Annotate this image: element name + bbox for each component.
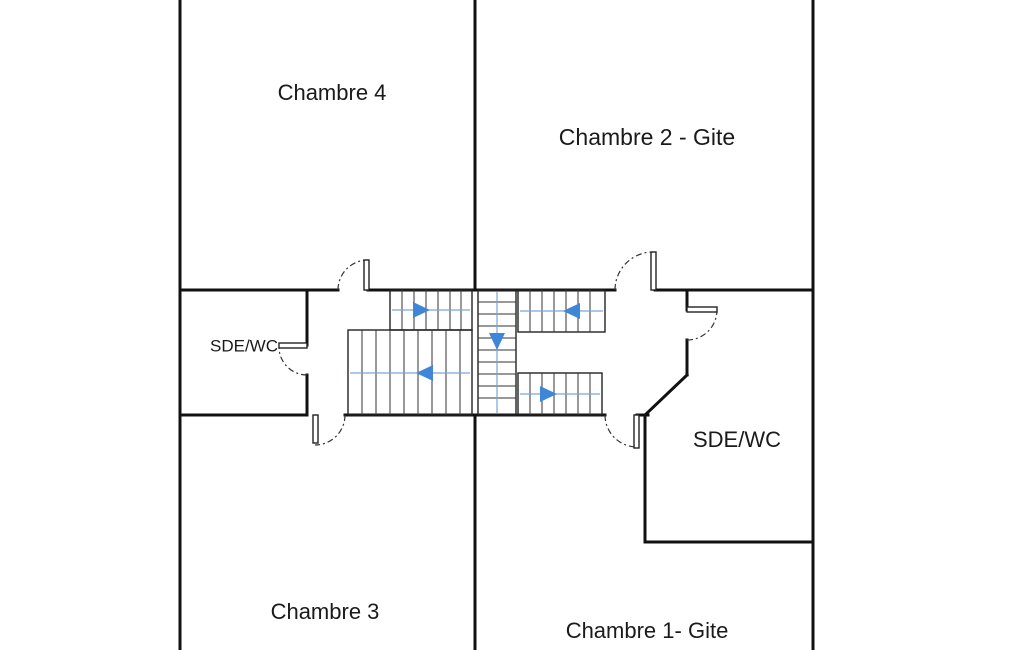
stair-arrow-icon	[413, 302, 430, 318]
room-label-chambre-3: Chambre 3	[271, 599, 380, 624]
stair-arrow-icon	[540, 386, 557, 402]
room-label-sde-left: SDE/WC	[210, 336, 278, 355]
door-swing-icon	[614, 251, 657, 291]
door-swing-icon	[312, 414, 346, 446]
door-swing-icon	[278, 342, 308, 376]
room-label-chambre-1: Chambre 1- Gite	[566, 618, 729, 643]
room-label-chambre-4: Chambre 4	[278, 80, 387, 105]
door-swing-icon	[686, 306, 718, 341]
stair-arrow-icon	[563, 303, 580, 319]
room-label-chambre-2: Chambre 2 - Gite	[559, 124, 735, 150]
door-swing-icon	[604, 414, 640, 449]
stair-arrow-icon	[489, 333, 505, 350]
doors	[278, 251, 718, 449]
stair-arrow-icon	[416, 365, 433, 381]
room-label-sde-right: SDE/WC	[693, 427, 781, 452]
staircase	[347, 289, 606, 416]
door-swing-icon	[337, 259, 370, 291]
